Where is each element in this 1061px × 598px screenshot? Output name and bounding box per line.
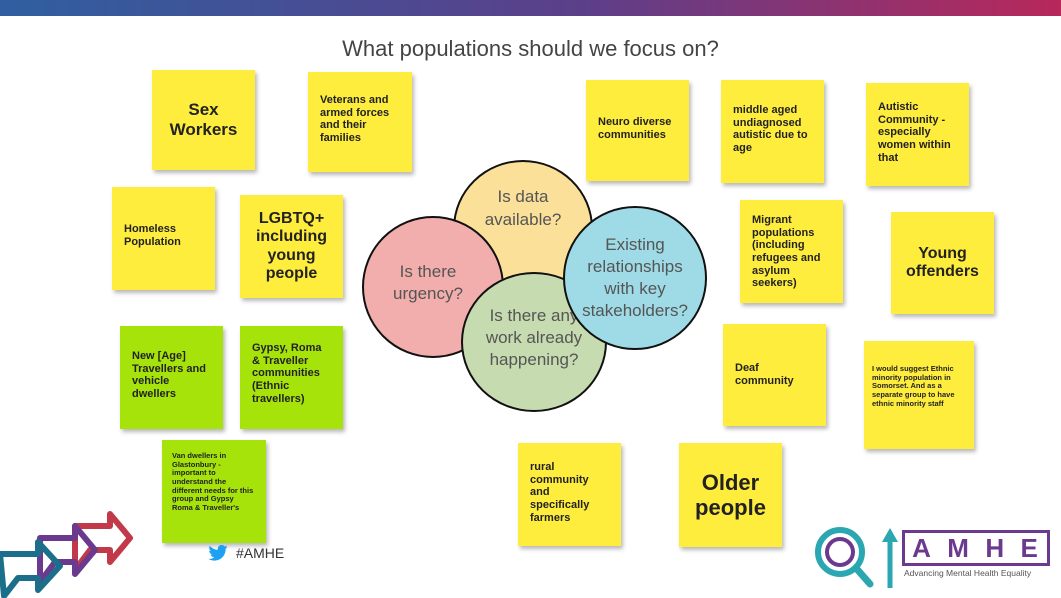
note-middle-aged: middle aged undiagnosed autistic due to … xyxy=(721,80,824,183)
note-van-dwellers: Van dwellers in Glastonbury - important … xyxy=(162,440,266,543)
note-homeless: Homeless Population xyxy=(112,187,215,290)
note-rural: rural community and specifically farmers xyxy=(518,443,621,546)
note-text: Deaf community xyxy=(735,362,794,387)
note-older-people: Older people xyxy=(679,443,782,547)
note-text: Van dwellers in Glastonbury - important … xyxy=(172,451,254,512)
note-text: I would suggest Ethnic minority populati… xyxy=(872,364,955,408)
note-text: New [Age] Travellers and vehicle dweller… xyxy=(132,350,206,400)
note-migrant: Migrant populations (including refugees … xyxy=(740,200,843,303)
slide-title: What populations should we focus on? xyxy=(342,36,719,61)
note-text: Migrant populations (including refugees … xyxy=(752,214,821,290)
twitter-hashtag: #AMHE xyxy=(208,545,284,561)
circle-text: Is data available? xyxy=(484,187,562,229)
note-text: Autistic Community - especially women wi… xyxy=(878,101,951,164)
arrows-logo xyxy=(0,511,133,598)
note-new-age-travellers: New [Age] Travellers and vehicle dweller… xyxy=(120,326,223,429)
amhe-logo: A M H E xyxy=(902,530,1050,566)
note-text: Homeless Population xyxy=(124,223,181,248)
logo-letter: M xyxy=(947,532,971,563)
note-autistic-community: Autistic Community - especially women wi… xyxy=(866,83,969,186)
note-text: LGBTQ+ including young people xyxy=(255,209,328,282)
twitter-bird-icon xyxy=(208,545,228,561)
note-text: Veterans and armed forces and their fami… xyxy=(320,94,390,144)
note-veterans: Veterans and armed forces and their fami… xyxy=(308,72,412,172)
top-gradient-bar xyxy=(0,0,1061,16)
note-gypsy-roma: Gypsy, Roma & Traveller communities (Eth… xyxy=(240,326,343,429)
magnifier-logo-icon xyxy=(815,527,898,588)
arrow-purple xyxy=(37,523,98,585)
note-text: Sex Workers xyxy=(169,100,238,139)
circle-text: Is there any work already happening? xyxy=(485,305,583,370)
note-ethnic-minority: I would suggest Ethnic minority populati… xyxy=(864,341,974,449)
note-text: middle aged undiagnosed autistic due to … xyxy=(733,104,808,154)
note-text: Neuro diverse communities xyxy=(598,116,672,141)
logo-letter: H xyxy=(985,532,1007,563)
note-text: Gypsy, Roma & Traveller communities (Eth… xyxy=(252,342,322,405)
note-neuro-diverse: Neuro diverse communities xyxy=(586,80,689,181)
note-young-offenders: Young offenders xyxy=(891,212,994,314)
circle-text: Is there urgency? xyxy=(393,261,463,303)
amhe-tagline: Advancing Mental Health Equality xyxy=(904,568,1032,578)
logo-letter: A xyxy=(912,532,933,563)
note-sex-workers: Sex Workers xyxy=(152,70,255,170)
logo-letter: E xyxy=(1020,532,1040,563)
note-text: rural community and specifically farmers xyxy=(530,461,590,524)
arrow-teal xyxy=(0,539,63,598)
note-text: Older people xyxy=(695,469,766,520)
note-text: Young offenders xyxy=(906,244,979,280)
hashtag-text: #AMHE xyxy=(236,545,285,561)
circle-relationships: Existing relationships with key stakehol… xyxy=(563,206,707,350)
note-lgbtq: LGBTQ+ including young people xyxy=(240,195,343,298)
circle-text: Existing relationships with key stakehol… xyxy=(582,234,688,321)
note-deaf: Deaf community xyxy=(723,324,826,426)
